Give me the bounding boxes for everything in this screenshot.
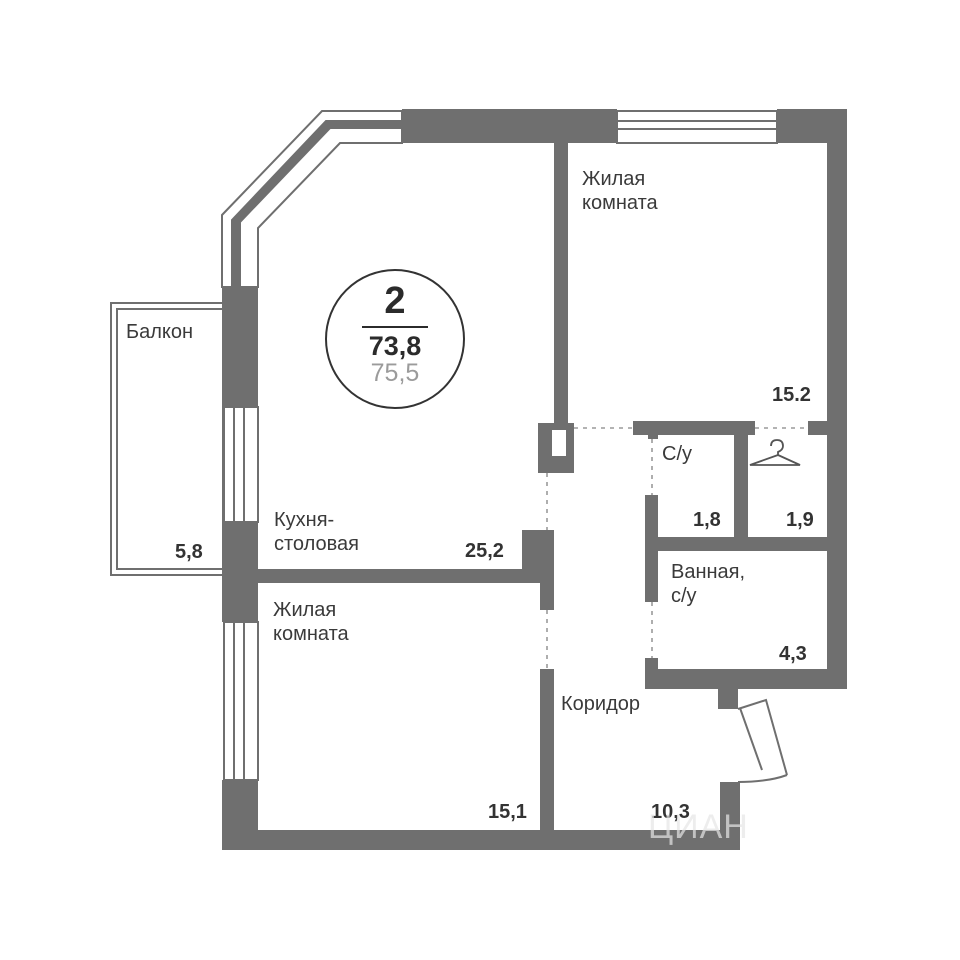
entrance-door <box>737 698 788 783</box>
hanger-icon <box>749 439 801 466</box>
room-name-living-2: Жилая комната <box>273 599 349 645</box>
room-area-living-2: 15,1 <box>488 801 527 823</box>
outer-walls <box>222 109 847 850</box>
room-name-living-1: Жилая комната <box>582 168 658 214</box>
room-area-bathroom: 4,3 <box>779 643 807 665</box>
room-name-balcony: Балкон <box>126 321 194 343</box>
room-name-toilet: С/у <box>662 443 692 465</box>
room-area-corridor: 10,3 <box>651 801 690 823</box>
room-name-kitchen: Кухня- столовая <box>274 509 359 555</box>
zone-borders <box>546 427 808 669</box>
room-name-bathroom: Ванная, с/у <box>671 561 746 607</box>
apartment-badge: 2 73,8 75,5 <box>325 269 465 409</box>
total-area: 75,5 <box>370 359 420 387</box>
room-area-toilet: 1,8 <box>693 509 721 531</box>
room-area-living-1: 15.2 <box>772 384 811 406</box>
watermark-logo: ЦИАН <box>648 808 749 846</box>
interior-walls <box>258 143 847 830</box>
badge-divider <box>362 326 428 328</box>
room-area-wardrobe: 1,9 <box>786 509 814 531</box>
bay-window-wall <box>221 110 403 288</box>
room-name-corridor: Коридор <box>561 693 640 715</box>
living-area: 73,8 <box>368 331 422 361</box>
room-area-kitchen: 25,2 <box>465 540 504 562</box>
rooms-count: 2 <box>384 280 406 322</box>
room-area-balcony: 5,8 <box>175 541 203 563</box>
